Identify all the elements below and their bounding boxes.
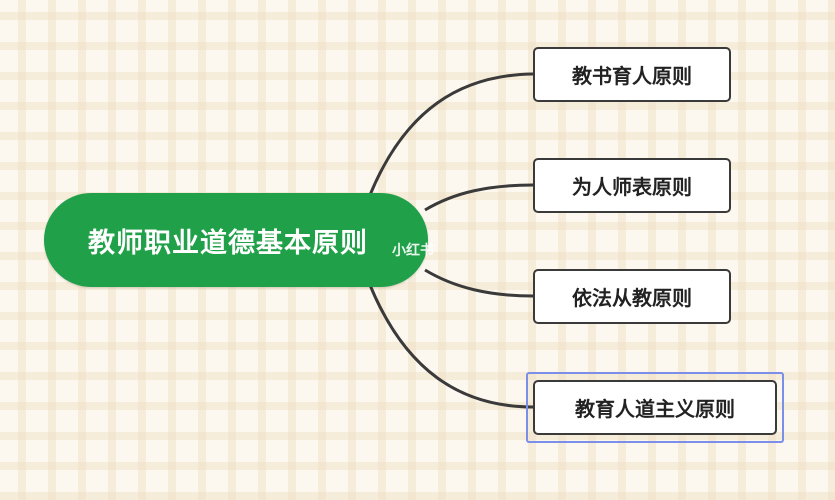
connector-to-child-4	[368, 284, 534, 409]
connector-to-child-2	[424, 183, 534, 212]
subtopic-label-1: 教书育人原则	[572, 64, 692, 88]
subtopic-label-2: 为人师表原则	[572, 175, 692, 199]
subtopic-node-3[interactable]: 依法从教原则	[533, 269, 731, 324]
connector-to-child-3	[424, 268, 534, 298]
root-topic-label: 教师职业道德基本原则	[88, 227, 368, 259]
connector-to-child-1	[368, 72, 534, 196]
subtopic-label-3: 依法从教原则	[572, 286, 692, 310]
subtopic-node-1[interactable]: 教书育人原则	[533, 47, 731, 102]
watermark-text: 小红书	[392, 243, 434, 259]
subtopic-node-4[interactable]: 教育人道主义原则	[533, 380, 777, 435]
selection-highlight	[526, 372, 784, 443]
subtopic-node-2[interactable]: 为人师表原则	[533, 158, 731, 213]
subtopic-label-4: 教育人道主义原则	[575, 397, 735, 421]
root-topic-node[interactable]: 教师职业道德基本原则	[44, 193, 428, 287]
